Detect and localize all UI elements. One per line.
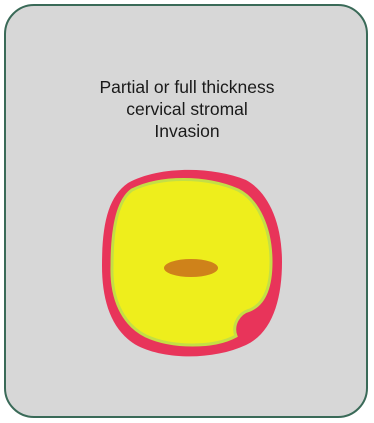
cervical-canal (164, 259, 218, 277)
